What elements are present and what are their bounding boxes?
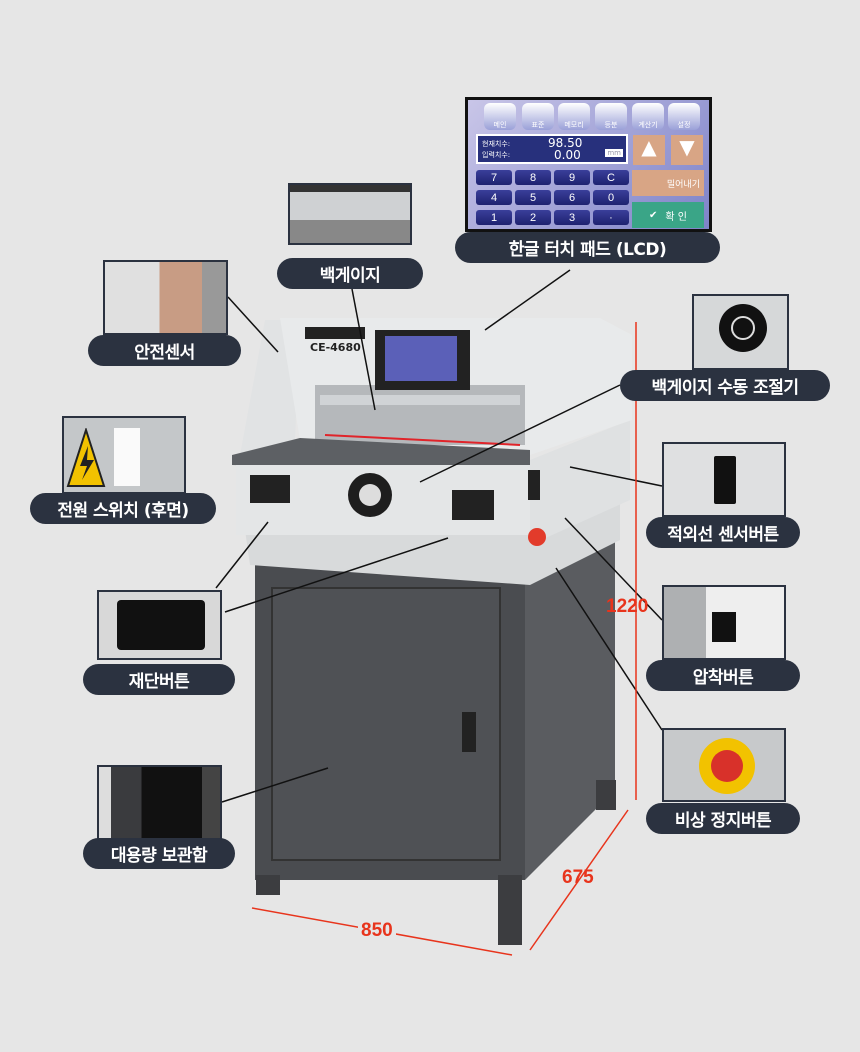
ir-sensor-inset <box>662 442 786 517</box>
power-switch-inset <box>62 416 186 494</box>
tab-divide[interactable]: 등분 <box>595 103 627 130</box>
lcd-touch-panel-inset: 메인 표준 메모리 등분 계산기 설정 현재치수: 98.50 입력치수: 0.… <box>465 97 712 232</box>
callout-lcd: 한글 터치 패드 (LCD) <box>455 232 720 263</box>
confirm-button[interactable]: ✔확 인 <box>632 202 704 228</box>
work-table <box>232 438 530 470</box>
switch-box <box>114 428 140 486</box>
cabinet-side <box>525 520 615 880</box>
keypad-key[interactable]: 6 <box>554 190 590 205</box>
keypad-key[interactable]: 7 <box>476 170 512 185</box>
body-left-wing <box>240 320 300 455</box>
callout-safety-sensor: 안전센서 <box>88 335 241 366</box>
keypad-key[interactable]: 5 <box>515 190 551 205</box>
down-arrow-button[interactable]: ▼ <box>671 135 703 165</box>
emergency-stop-inset <box>662 728 786 802</box>
manual-adjuster-inset <box>692 294 789 370</box>
callout-backgauge: 백게이지 <box>277 258 423 289</box>
callout-storage: 대용량 보관함 <box>83 838 235 869</box>
keypad-key[interactable]: · <box>593 210 629 225</box>
keypad-key[interactable]: 0 <box>593 190 629 205</box>
storage-cabinet-inset <box>97 765 222 840</box>
keypad-key[interactable]: 3 <box>554 210 590 225</box>
door-handle <box>462 712 476 752</box>
depth-dimension: 675 <box>562 867 594 888</box>
clamp-button-inset <box>662 585 786 660</box>
left-cut-button <box>250 475 290 503</box>
clamp-bar <box>320 395 520 405</box>
body-base <box>245 490 620 585</box>
width-dimension: 850 <box>358 920 396 942</box>
check-icon: ✔ <box>649 209 658 221</box>
callout-ir-sensor: 적외선 센서버튼 <box>646 517 800 548</box>
callout-manual-adjuster: 백게이지 수동 조절기 <box>620 370 830 401</box>
high-voltage-icon <box>66 428 106 487</box>
cut-button-inset <box>97 590 222 660</box>
safety-sensor-inset <box>103 260 228 335</box>
right-cut-button <box>452 490 494 520</box>
keypad-key[interactable]: C <box>593 170 629 185</box>
tab-main[interactable]: 메인 <box>484 103 516 130</box>
push-out-button[interactable]: 밀어내기 <box>632 170 704 196</box>
tab-standard[interactable]: 표준 <box>522 103 554 130</box>
model-label: CE-4680 <box>310 341 361 354</box>
keypad-key[interactable]: 2 <box>515 210 551 225</box>
keypad-key[interactable]: 4 <box>476 190 512 205</box>
tab-memory[interactable]: 메모리 <box>558 103 590 130</box>
callout-clamp-button: 압착버튼 <box>646 660 800 691</box>
tab-settings[interactable]: 설정 <box>668 103 700 130</box>
callout-cut-button: 재단버튼 <box>83 664 235 695</box>
measurement-display: 현재치수: 98.50 입력치수: 0.00 mm <box>476 134 628 164</box>
keypad-key[interactable]: 8 <box>515 170 551 185</box>
height-dimension: 1220 <box>606 596 649 617</box>
emergency-stop <box>528 528 546 546</box>
brand-plate <box>305 327 365 339</box>
ir-panel <box>528 470 540 500</box>
body-right-side <box>530 420 630 545</box>
keypad-key[interactable]: 1 <box>476 210 512 225</box>
backgauge-inset <box>288 183 412 245</box>
leg-left <box>256 875 280 895</box>
callout-power-switch: 전원 스위치 (후면) <box>30 493 216 524</box>
leg-right <box>498 875 522 945</box>
callout-emergency-stop: 비상 정지버튼 <box>646 803 800 834</box>
up-arrow-button[interactable]: ▲ <box>633 135 665 165</box>
keypad-key[interactable]: 9 <box>554 170 590 185</box>
leg-back <box>596 780 616 810</box>
tab-calculator[interactable]: 계산기 <box>632 103 664 130</box>
